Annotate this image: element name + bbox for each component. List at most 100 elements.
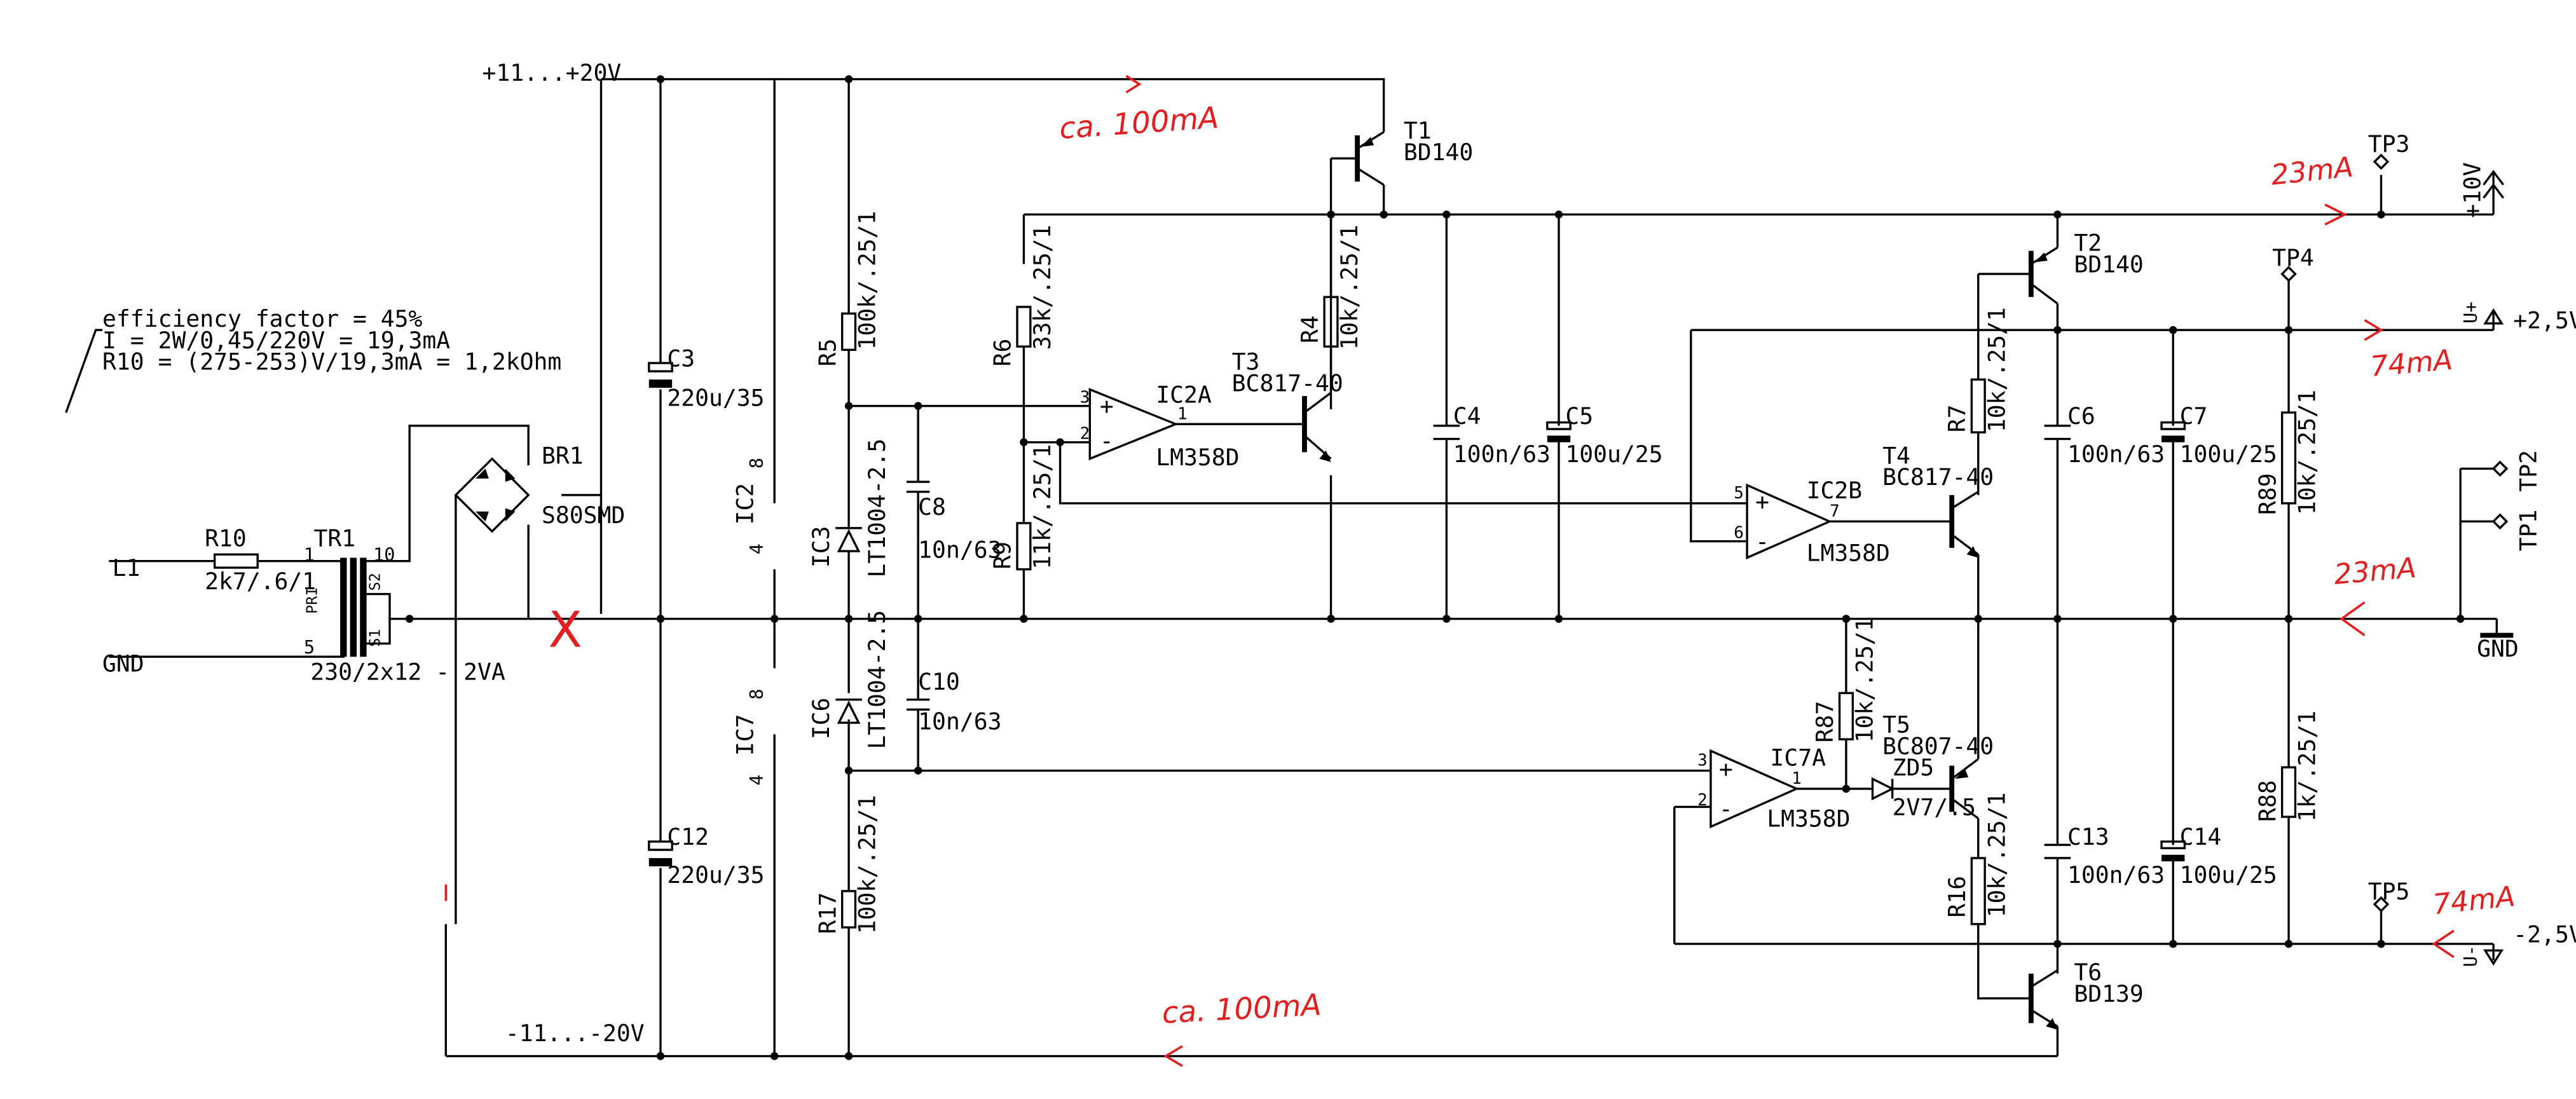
- note-line-1: efficiency factor = 45%: [102, 305, 423, 332]
- tp1-label: TP1: [2515, 509, 2542, 551]
- transistor-t2: T2 BD140: [2028, 229, 2144, 305]
- annotation-cross: X: [548, 602, 582, 659]
- testpoint-tp1[interactable]: TP1: [2491, 509, 2542, 551]
- ic7-name: IC7: [731, 714, 758, 756]
- t2-name: T2: [2074, 229, 2102, 257]
- r5-value: 100k/.25/1: [854, 211, 881, 350]
- ic6-value: LT1004-2.5: [863, 610, 891, 749]
- resistor-r16: R16 10k/.25/1: [1943, 793, 2010, 925]
- tr1-value: 230/2x12 - 2VA: [310, 659, 505, 686]
- ic2a-pin2: 2: [1080, 425, 1090, 444]
- transformer-tr1: TR1 1 5 10 PRI S2 S1 230/2x12 - 2VA: [303, 524, 505, 685]
- capacitor-c4: C4 100n/63: [1433, 402, 1551, 468]
- transistor-t6: T6 BD139: [2028, 959, 2144, 1030]
- resistor-r7: R7 10k/.25/1: [1943, 307, 2010, 433]
- ic2b-pin7: 7: [1830, 502, 1840, 521]
- annotation-top-current: ca. 100mA: [1058, 101, 1220, 146]
- arrow-10v: [2324, 203, 2348, 226]
- c13-name: C13: [2067, 823, 2109, 850]
- capacitor-c12: C12 220u/35: [648, 823, 765, 889]
- c7-value: 100u/25: [2180, 440, 2277, 468]
- br1-value: S80SMD: [542, 502, 625, 529]
- testpoint-tp3[interactable]: TP3: [2368, 130, 2410, 170]
- c14-name: C14: [2180, 823, 2222, 850]
- r4-name: R4: [1296, 315, 1324, 343]
- opamp-ic2a: + - 3 2 1 IC2A LM358D: [1080, 381, 1240, 471]
- ic3-name: IC3: [807, 526, 835, 568]
- capacitor-c7: C7 100u/25: [2160, 402, 2277, 468]
- ic3-value: LT1004-2.5: [863, 439, 891, 578]
- net-minus25v: U- -2,5V: [2460, 920, 2576, 967]
- ic2a-pin1: 1: [1177, 404, 1188, 423]
- ic7a-minus: -: [1719, 795, 1733, 823]
- resistor-r6: R6 33k/.25/1: [989, 224, 1056, 366]
- r88-name: R88: [2254, 780, 2281, 822]
- testpoint-tp4[interactable]: TP4: [2272, 244, 2314, 282]
- capacitor-c8: C8 10n/63: [906, 481, 1002, 563]
- c8-value: 10n/63: [918, 536, 1001, 563]
- capacitor-c13: C13 100n/63: [2044, 823, 2165, 889]
- c7-name: C7: [2180, 402, 2208, 430]
- annotation-gnd-current: 23mA: [2333, 552, 2417, 591]
- t3-name: T3: [1232, 348, 1260, 376]
- tr1-name: TR1: [314, 524, 356, 552]
- br1-name: BR1: [542, 442, 584, 470]
- t6-part: BD139: [2074, 980, 2143, 1007]
- note-line-3: R10 = (275-253)V/19,3mA = 1,2kOhm: [102, 348, 561, 376]
- opamp-ic2b: + - 5 6 7 IC2B LM358D: [1734, 477, 1890, 567]
- arrow-gnd: [2340, 601, 2366, 636]
- ic2-pin4: 4: [746, 543, 767, 554]
- ic2a-pin3: 3: [1080, 388, 1090, 407]
- capacitor-c5: C5 100u/25: [1546, 402, 1663, 468]
- c12-value: 220u/35: [667, 861, 764, 889]
- annotation-10v-current: 23mA: [2270, 151, 2355, 191]
- r88-value: 1k/.25/1: [2294, 711, 2321, 822]
- bridge-rectifier-br1: BR1 S80SMD: [454, 442, 625, 533]
- resistor-r88: R88 1k/.25/1: [2254, 711, 2320, 822]
- resistor-r5: R5 100k/.25/1: [814, 211, 880, 367]
- r89-name: R89: [2254, 473, 2281, 515]
- tr1-pin5: 5: [304, 636, 315, 658]
- c3-value: 220u/35: [667, 385, 764, 412]
- u-minus-label: U-: [2460, 945, 2481, 967]
- ic2a-part: LM358D: [1156, 444, 1239, 471]
- r17-value: 100k/.25/1: [854, 795, 881, 934]
- input-gnd-label: GND: [102, 650, 144, 678]
- ic7-pin8: 8: [746, 689, 767, 700]
- note-line-2: I = 2W/0,45/220V = 19,3mA: [102, 327, 450, 354]
- efficiency-note: efficiency factor = 45% I = 2W/0,45/220V…: [102, 305, 561, 375]
- ic7a-name: IC7A: [1770, 744, 1826, 772]
- c10-name: C10: [918, 668, 960, 695]
- t5-part: BC807-40: [1882, 732, 1994, 760]
- tr1-pin1: 1: [304, 544, 315, 566]
- r89-value: 10k/.25/1: [2294, 390, 2321, 515]
- ic2b-part: LM358D: [1807, 540, 1890, 567]
- ic7-pin4: 4: [746, 775, 767, 786]
- testpoint-tp5[interactable]: TP5: [2368, 878, 2410, 913]
- neg-rail-label: -11...-20V: [505, 1020, 645, 1047]
- r16-value: 10k/.25/1: [1983, 793, 2010, 918]
- ic7a-pin3: 3: [1697, 751, 1708, 770]
- r6-name: R6: [989, 339, 1017, 367]
- r10-name: R10: [205, 524, 247, 552]
- resistor-r89: R89 10k/.25/1: [2254, 390, 2320, 515]
- ic2b-minus: -: [1755, 528, 1769, 556]
- ic2b-plus: +: [1755, 488, 1769, 515]
- ic7-supply: 8 IC7 4: [731, 689, 767, 786]
- ic7a-part: LM358D: [1767, 805, 1850, 833]
- testpoint-tp2[interactable]: TP2: [2491, 450, 2542, 492]
- tp4-label: TP4: [2272, 244, 2314, 271]
- resistor-r17: R17 100k/.25/1: [814, 795, 880, 934]
- capacitor-c3: C3 220u/35: [648, 345, 765, 412]
- arrow-top-current: [1125, 74, 1142, 93]
- r4-value: 10k/.25/1: [1336, 224, 1363, 350]
- r87-name: R87: [1811, 701, 1839, 743]
- plus10v-label: +10V: [2458, 162, 2486, 218]
- reference-ic3: IC3 LT1004-2.5: [807, 439, 891, 578]
- net-plus10v: +10V: [2458, 162, 2505, 218]
- t4-part: BC817-40: [1882, 463, 1994, 491]
- t1-name: T1: [1404, 117, 1432, 144]
- ground-symbol: GND: [2477, 632, 2519, 662]
- tr1-s2: S2: [366, 573, 383, 590]
